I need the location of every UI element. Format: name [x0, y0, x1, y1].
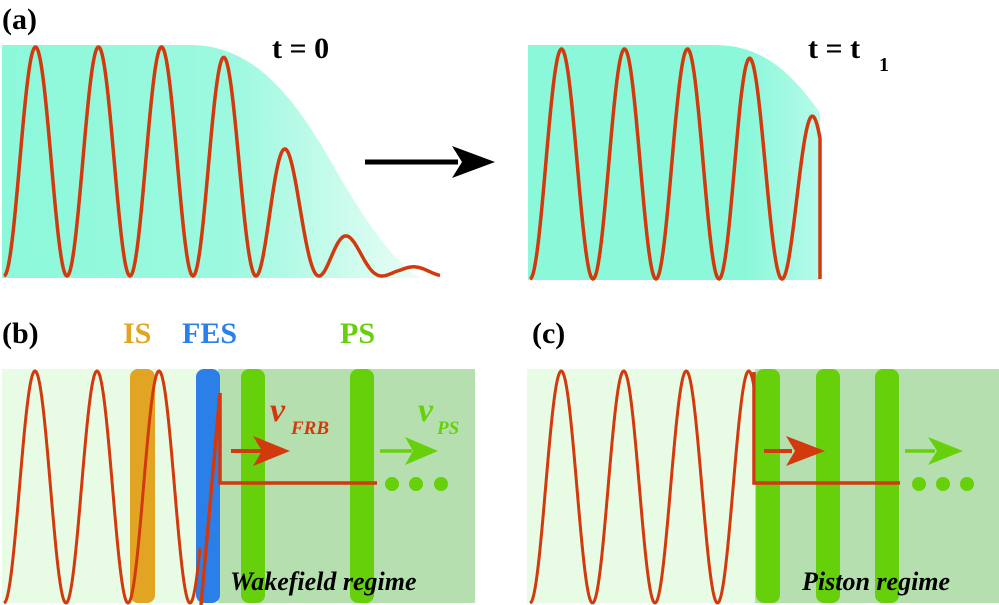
ps-bar-c3 [875, 369, 899, 603]
v-frb-arrow [231, 436, 290, 466]
fes-bar [196, 369, 220, 603]
panel-c [527, 369, 999, 605]
v-frb-symbol: v [270, 392, 286, 429]
ellipsis-dots-c [912, 477, 974, 491]
time-label-t1-subscript: 1 [879, 54, 889, 76]
ps-bar-c2 [816, 369, 840, 603]
piston-arrow-green [905, 437, 963, 465]
panel-b-label: (b) [2, 317, 39, 350]
laser-wave-c [529, 369, 756, 605]
ps-bar-1 [241, 369, 265, 603]
upstream-plasma-region-c [527, 369, 757, 603]
panel-a-label: (a) [2, 3, 37, 36]
piston-front-profile [752, 372, 900, 485]
time-evolution-arrow [365, 146, 495, 178]
time-label-t1: t = t [808, 32, 860, 65]
is-label: IS [123, 317, 151, 350]
panel-c-label: (c) [532, 317, 565, 350]
v-frb-subscript: FRB [290, 418, 329, 439]
piston-arrow-red [764, 436, 825, 466]
laser-wave-b [3, 369, 202, 605]
v-ps-symbol: v [418, 392, 434, 429]
panel-b [2, 369, 475, 605]
ellipsis-dots-b [385, 477, 448, 491]
ps-label: PS [340, 317, 375, 350]
ps-bar-2 [350, 369, 374, 603]
frb-front-profile [199, 392, 377, 605]
v-ps-subscript: PS [436, 418, 459, 439]
piston-regime-label: Piston regime [801, 567, 950, 596]
density-profile-t1 [528, 45, 820, 280]
time-label-t0: t = 0 [272, 32, 329, 65]
ps-bar-c1 [756, 369, 780, 603]
laser-wave-t0 [3, 45, 441, 279]
panel-a-right [528, 45, 822, 282]
density-profile-t0 [2, 45, 420, 278]
laser-wave-t1 [529, 47, 822, 282]
fes-label: FES [182, 317, 237, 350]
v-ps-arrow [380, 437, 438, 465]
panel-a-left [2, 45, 441, 279]
wakefield-regime-label: Wakefield regime [230, 567, 417, 596]
